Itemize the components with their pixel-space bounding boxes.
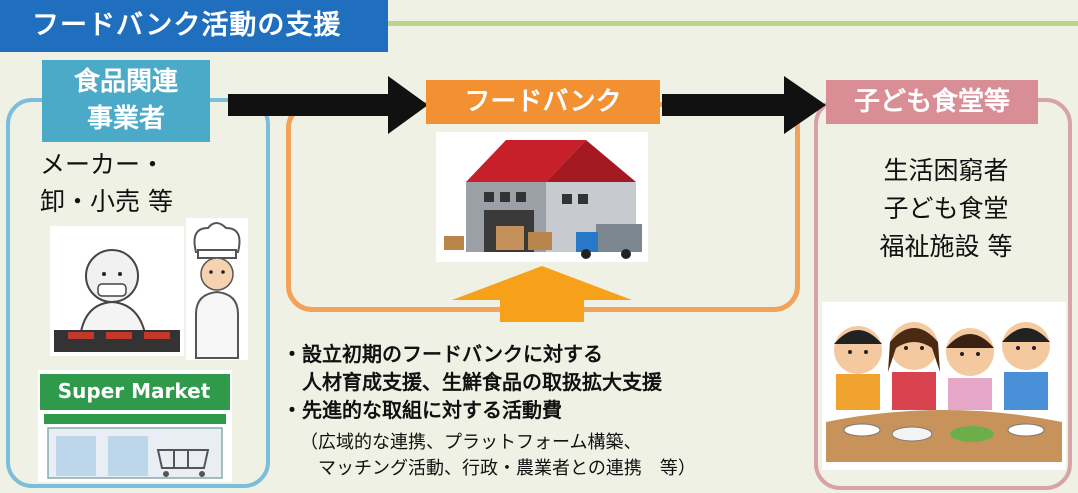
support-item2: ・先進的な取組に対する活動費 [282,398,562,422]
warehouse-illustration [436,132,648,262]
title-underline [388,21,1078,26]
recipient-line2: 子ども食堂 [883,194,1009,223]
recipient-label: 子ども食堂等 [826,80,1038,124]
chef-illustration [186,218,248,360]
factory-worker-illustration [50,226,184,356]
diagram-title: フードバンク活動の支援 [0,0,388,52]
support-measures: ・設立初期のフードバンクに対する 人材育成支援、生鮮食品の取扱拡大支援 ・先進的… [282,340,802,424]
arrow-shaft-2 [662,94,784,116]
supplier-description: メーカー・ 卸・小売 等 [40,146,240,220]
foodbank-label: フードバンク [426,80,660,124]
support-note-line2: マッチング活動、行政・農業者との連携 等） [318,458,696,479]
supplier-desc-line1: メーカー・ [40,150,166,179]
supplier-label-line2: 事業者 [86,104,165,134]
arrow-shaft-1 [228,94,388,116]
children-dining-illustration [822,302,1066,470]
arrow-head-1 [388,76,428,134]
recipient-description: 生活困窮者 子ども食堂 福祉施設 等 [846,152,1046,266]
store-sign: Super Market [57,379,211,403]
supplier-desc-line2: 卸・小売 等 [40,187,173,216]
support-item1-line2: 人材育成支援、生鮮食品の取扱拡大支援 [302,370,662,394]
recipient-line3: 福祉施設 等 [879,232,1013,261]
arrow-head-2 [784,76,826,134]
recipient-line1: 生活困窮者 [883,156,1009,185]
support-note-line1: （広域的な連携、プラットフォーム構築、 [300,432,642,453]
support-item1-line1: ・設立初期のフードバンクに対する [282,342,603,366]
support-arrow [452,266,632,322]
supplier-label-line1: 食品関連 [73,67,178,97]
supplier-label: 食品関連 事業者 [42,60,210,142]
supermarket-illustration [38,370,232,482]
support-note: （広域的な連携、プラットフォーム構築、 マッチング活動、行政・農業者との連携 等… [300,430,820,482]
